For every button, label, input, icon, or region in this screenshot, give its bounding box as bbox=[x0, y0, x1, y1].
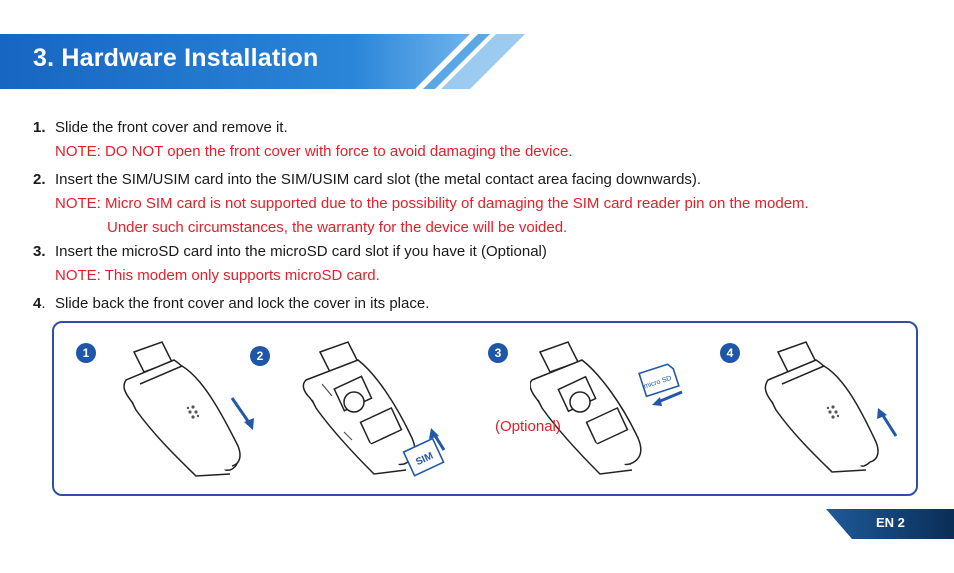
step-number: 2. bbox=[33, 171, 46, 188]
illustration-panel bbox=[52, 321, 918, 496]
step-2: 2. Insert the SIM/USIM card into the SIM… bbox=[33, 168, 933, 240]
step-badge-3: 3 bbox=[488, 343, 508, 363]
step-number-digit: 4 bbox=[33, 295, 42, 312]
page-title: 3. Hardware Installation bbox=[33, 44, 319, 72]
page-number-tab bbox=[826, 509, 954, 539]
step-badge-1: 1 bbox=[76, 343, 96, 363]
step-number: 1. bbox=[33, 119, 46, 136]
page-number: EN 2 bbox=[876, 515, 905, 530]
modem-open-sim-illustration: SIM bbox=[302, 341, 446, 477]
step-text: Slide back the front cover and lock the … bbox=[55, 295, 430, 312]
step-number: 4. bbox=[33, 292, 46, 316]
step-text: Insert the microSD card into the microSD… bbox=[55, 243, 547, 260]
step-number: 3. bbox=[33, 243, 46, 260]
optional-label: (Optional) bbox=[495, 418, 561, 435]
step-text: Slide the front cover and remove it. bbox=[55, 119, 288, 136]
modem-with-cover-illustration bbox=[123, 341, 254, 477]
banner-shape bbox=[0, 34, 525, 89]
step-number-sep: . bbox=[41, 295, 46, 312]
modem-cover-closed-illustration bbox=[764, 341, 898, 473]
step-badge-4: 4 bbox=[720, 343, 740, 363]
step-note: NOTE: This modem only supports microSD c… bbox=[55, 267, 380, 284]
step-note-continued: Under such circumstances, the warranty f… bbox=[107, 219, 568, 236]
step-4: 4. Slide back the front cover and lock t… bbox=[33, 292, 933, 316]
header-banner: 3. Hardware Installation bbox=[0, 34, 525, 89]
step-text: Insert the SIM/USIM card into the SIM/US… bbox=[55, 171, 702, 188]
step-1: 1. Slide the front cover and remove it. … bbox=[33, 116, 933, 164]
step-note: NOTE: DO NOT open the front cover with f… bbox=[55, 143, 573, 160]
modem-microsd-illustration: micro SD bbox=[530, 341, 683, 475]
step-note: NOTE: Micro SIM card is not supported du… bbox=[55, 195, 809, 212]
step-3: 3. Insert the microSD card into the micr… bbox=[33, 240, 933, 288]
step-badge-2: 2 bbox=[250, 346, 270, 366]
instruction-list: 1. Slide the front cover and remove it. … bbox=[33, 116, 933, 316]
